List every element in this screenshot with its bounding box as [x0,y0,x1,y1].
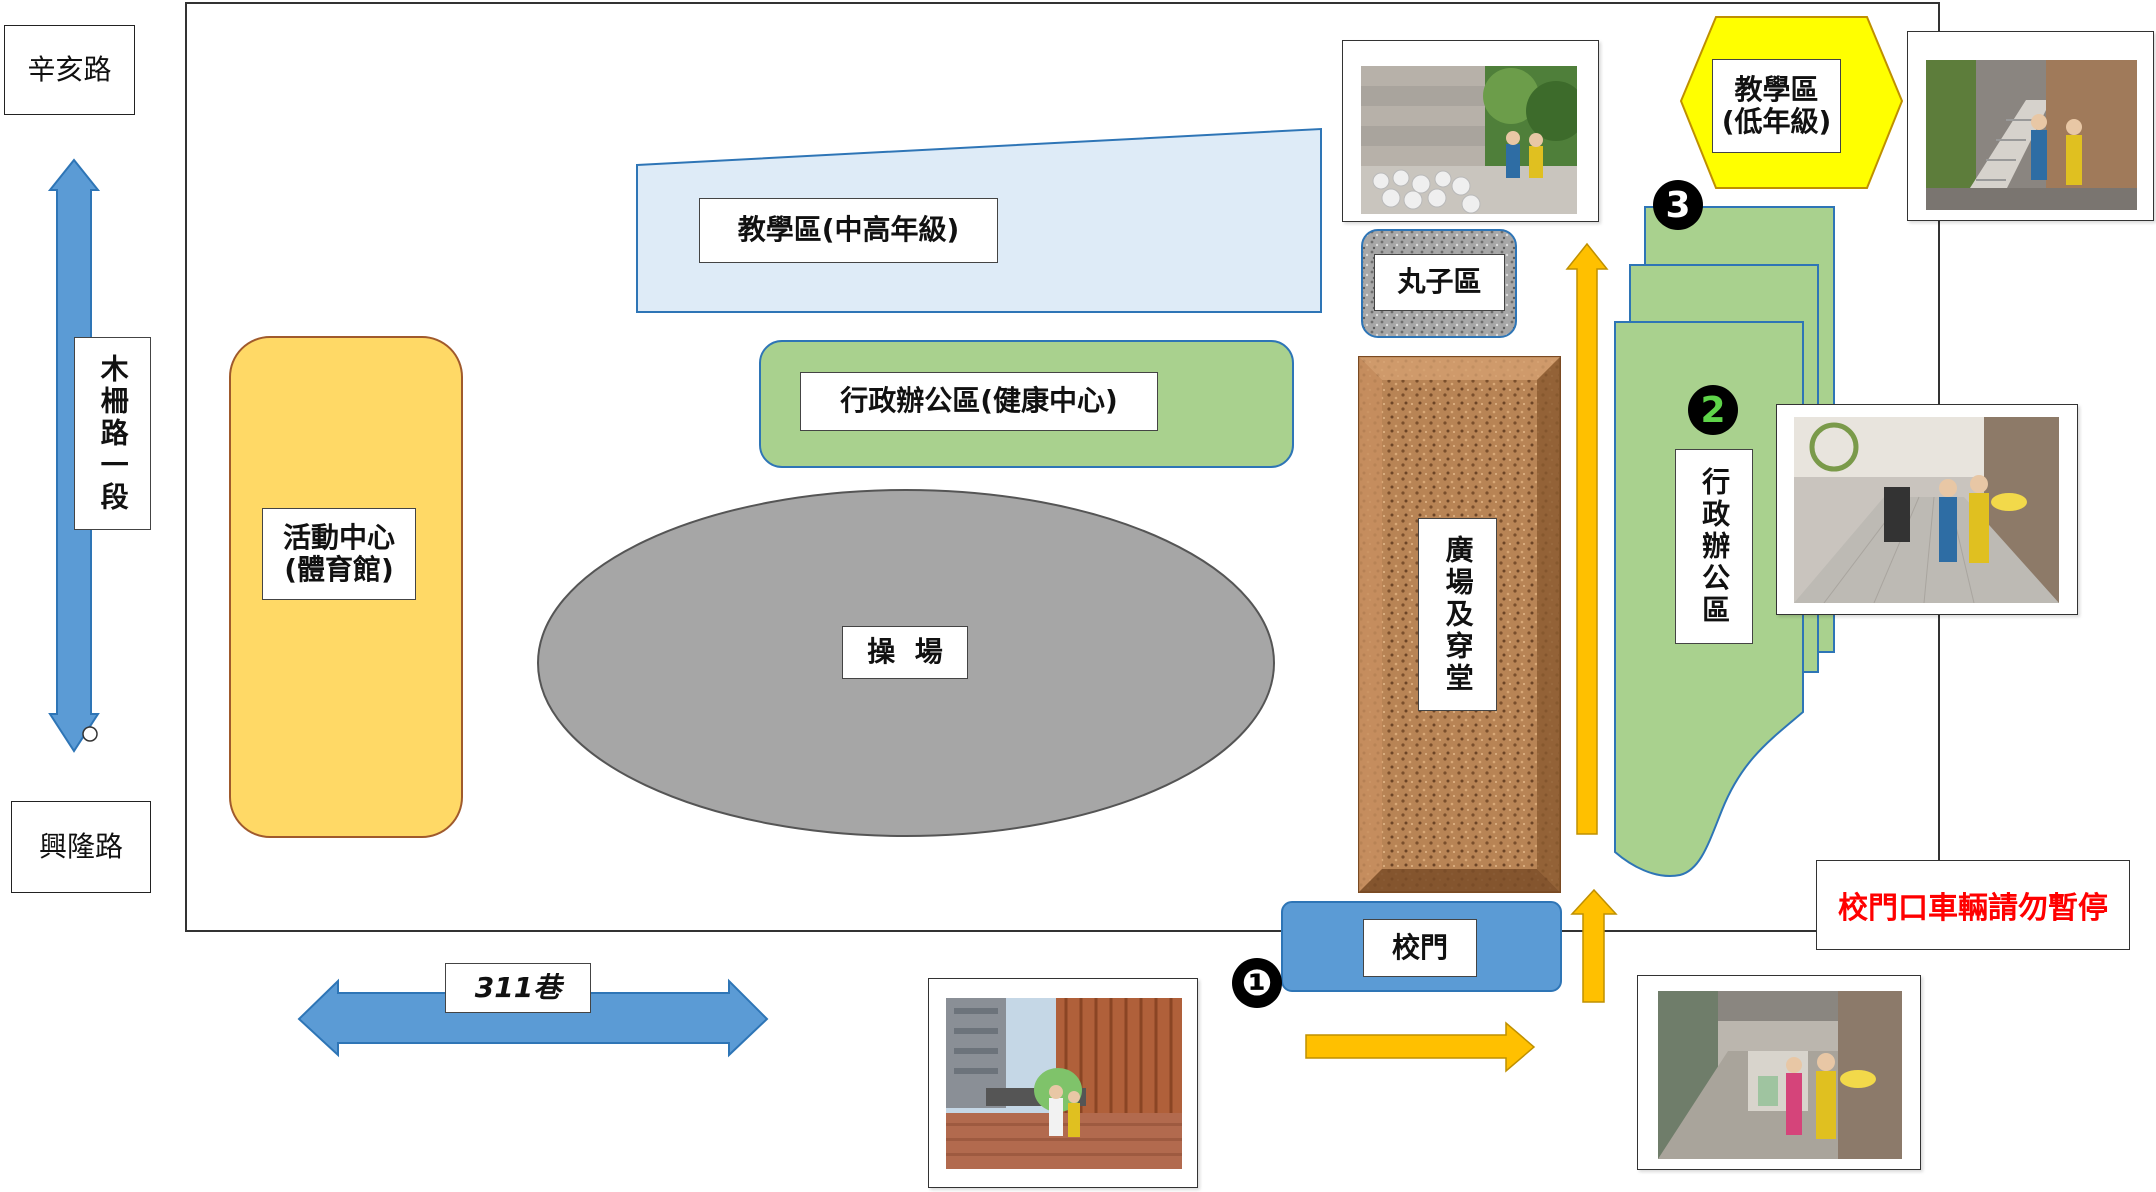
zone-label-gate: 校門 [1363,919,1477,977]
no-stopping-notice: 校門口車輛請勿暫停 [1816,860,2130,950]
zone-label-playground: 操 場 [842,626,968,679]
photo-ball-area [1342,40,1599,222]
route-arrow-up-gate [1570,888,1618,1003]
zone-label-activity-center: 活動中心 (體育館) [262,508,416,600]
route-arrow-horizontal [1305,1021,1536,1073]
route-marker-1: ❶ [1232,958,1282,1008]
zone-label-plaza: 廣場及穿堂 [1418,518,1497,711]
route-marker-3: 3 [1653,180,1703,230]
route-arrow-up-main [1565,242,1609,835]
photo-corridor [1637,975,1921,1170]
road-label-lane-311: 311巷 [445,963,591,1013]
zone-label-teaching-low: 教學區 (低年級) [1712,59,1841,153]
road-label-xinglong: 興隆路 [11,801,151,893]
road-label-xinhai: 辛亥路 [4,25,135,115]
zone-label-teaching-mid-high: 教學區(中高年級) [699,198,998,263]
zone-label-ball-area: 丸子區 [1374,254,1505,311]
compass-dot-icon [82,726,98,742]
road-label-muzha: 木柵路一段 [74,337,151,530]
photo-admin-office [1776,404,2078,615]
route-marker-2: 2 [1688,385,1738,435]
photo-school-gate [928,978,1198,1188]
zone-label-admin-health: 行政辦公區(健康中心) [800,372,1158,431]
photo-teaching-low [1907,31,2154,221]
zone-label-admin-office: 行政辦公區 [1675,449,1753,644]
lane-311-arrow [297,978,769,1058]
